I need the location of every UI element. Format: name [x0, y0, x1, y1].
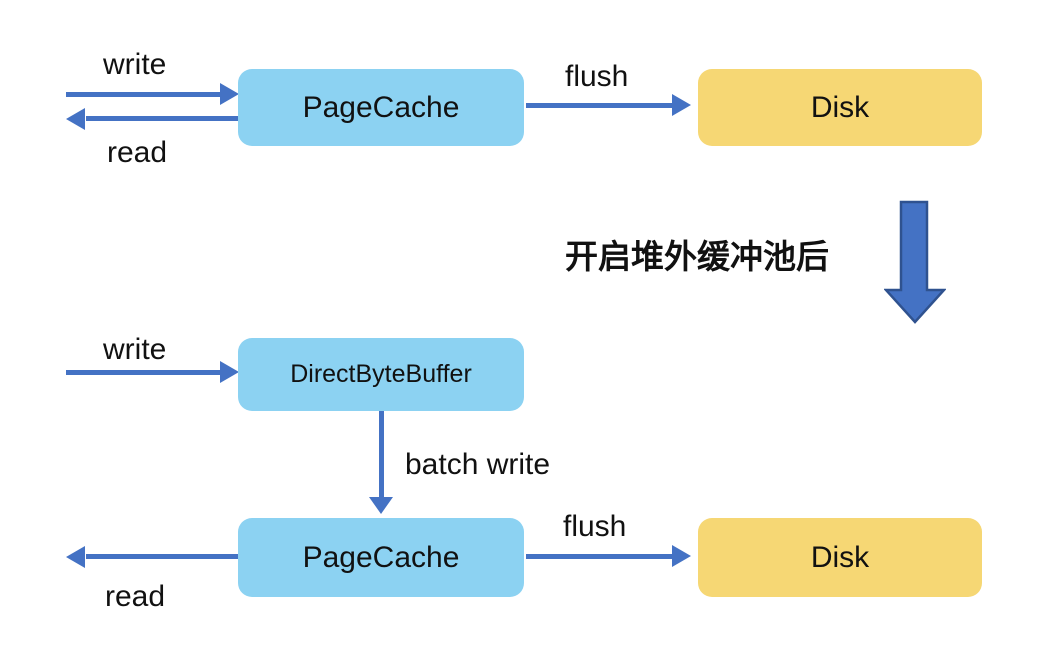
after-flush-arrowhead-icon — [672, 545, 691, 567]
batch-write-arrow-line — [379, 411, 384, 497]
after-write-label: write — [103, 333, 167, 366]
after-read-arrow-line — [86, 554, 238, 559]
transition-caption: 开启堆外缓冲池后 — [565, 238, 829, 275]
after-buffer-box: DirectByteBuffer — [238, 338, 524, 411]
before-write-arrow-line — [66, 92, 222, 97]
before-write-label: write — [103, 48, 167, 81]
before-pagecache-label: PageCache — [302, 90, 460, 124]
batch-write-arrowhead-icon — [369, 497, 393, 514]
big-down-arrow-icon — [884, 200, 946, 324]
before-pagecache-box: PageCache — [238, 69, 524, 146]
after-read-arrowhead-icon — [66, 546, 85, 568]
before-disk-label: Disk — [810, 90, 870, 124]
before-read-label: read — [107, 136, 168, 169]
after-buffer-label: DirectByteBuffer — [290, 360, 472, 388]
before-flush-label: flush — [565, 60, 629, 93]
after-write-arrow-line — [66, 370, 222, 375]
before-read-arrowhead-icon — [66, 108, 85, 130]
batch-write-label: batch write — [405, 448, 551, 481]
after-read-label: read — [105, 580, 166, 613]
after-pagecache-box: PageCache — [238, 518, 524, 597]
before-read-arrow-line — [86, 116, 238, 121]
after-flush-label: flush — [563, 510, 627, 543]
before-write-arrowhead-icon — [220, 83, 239, 105]
after-flush-arrow-line — [526, 554, 674, 559]
before-flush-arrowhead-icon — [672, 94, 691, 116]
after-write-arrowhead-icon — [220, 361, 239, 383]
before-disk-box: Disk — [698, 69, 982, 146]
after-disk-box: Disk — [698, 518, 982, 597]
after-disk-label: Disk — [810, 540, 870, 574]
after-pagecache-label: PageCache — [302, 540, 460, 574]
before-flush-arrow-line — [526, 103, 674, 108]
